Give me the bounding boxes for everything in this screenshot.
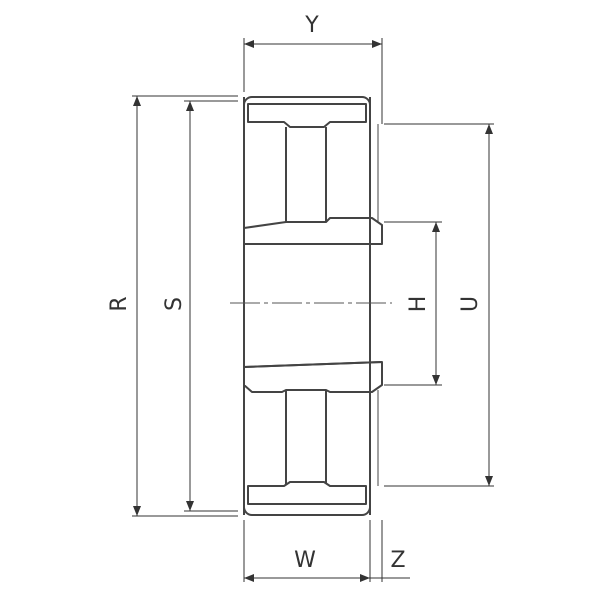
dimension-z — [370, 520, 410, 582]
label-r: R — [107, 296, 132, 311]
bottom-rim-section — [247, 481, 367, 505]
dimension-y — [243, 38, 383, 124]
dimension-w — [243, 520, 371, 582]
label-w: W — [294, 548, 316, 573]
hub-top-section — [243, 217, 383, 245]
label-u: U — [458, 296, 483, 312]
label-y: Y — [304, 13, 319, 38]
label-s: S — [162, 297, 187, 311]
top-rim-section — [247, 103, 367, 128]
dimension-h — [384, 221, 442, 386]
pulley-body — [243, 96, 379, 516]
dimension-r — [132, 95, 238, 517]
hatched-sections — [243, 103, 383, 505]
label-h: H — [406, 296, 431, 313]
outer-rim — [243, 96, 371, 516]
hub-bottom-section — [243, 361, 383, 393]
bore-bottom-line — [243, 361, 383, 368]
label-z: Z — [390, 548, 405, 573]
dimension-u — [384, 123, 494, 487]
dimension-s — [184, 100, 238, 512]
